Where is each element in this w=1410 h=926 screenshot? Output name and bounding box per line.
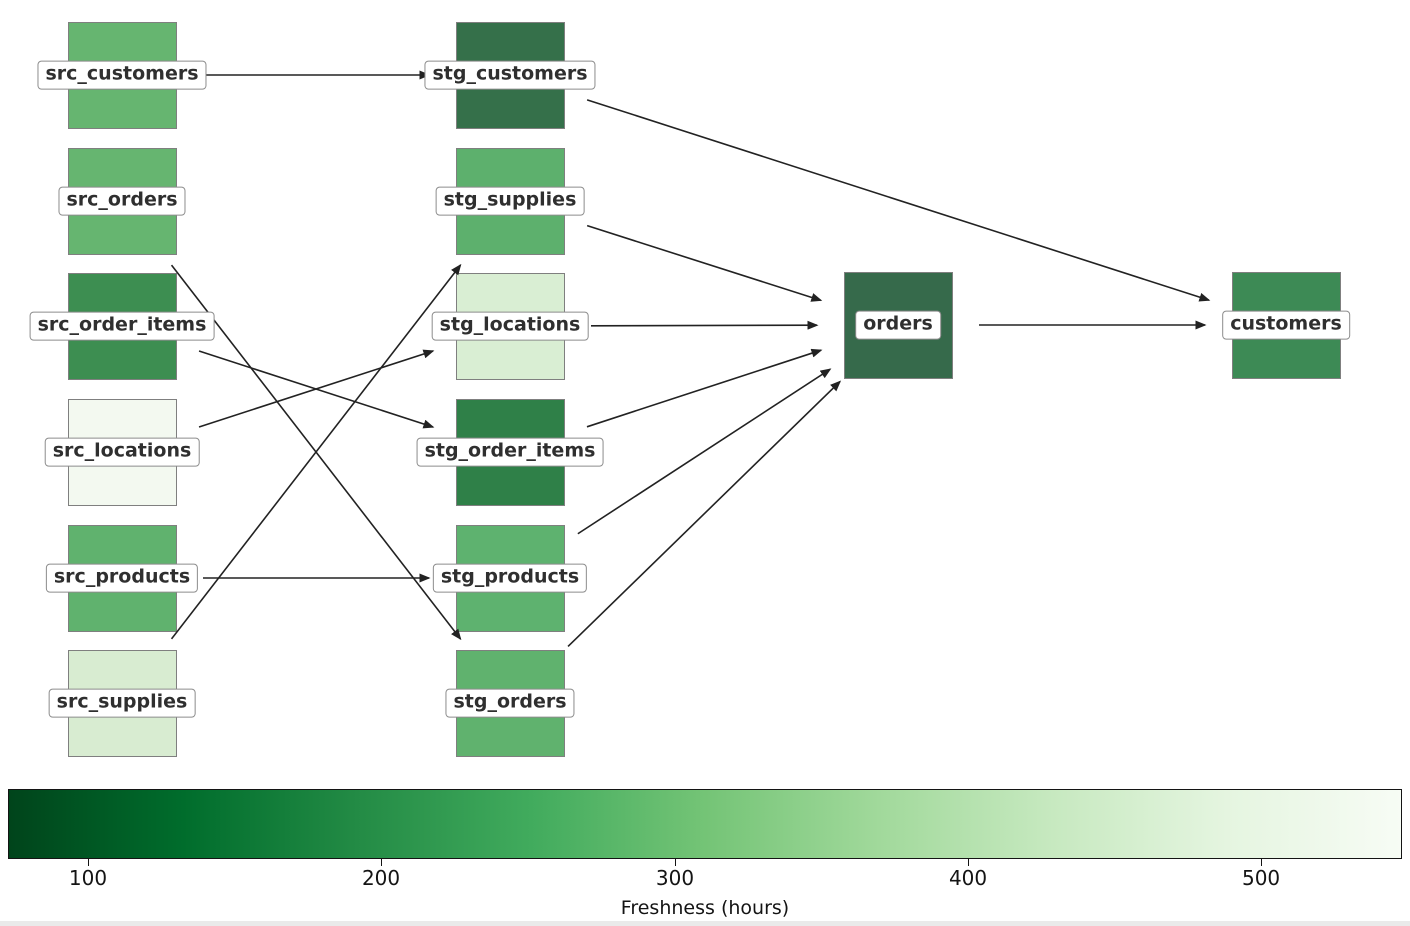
colorbar-tick-label: 200 [361, 866, 401, 890]
colorbar-tick-mark [88, 859, 90, 866]
node-label-orders: orders [855, 310, 941, 340]
node-label-stg_supplies: stg_supplies [435, 186, 585, 216]
node-label-src_products: src_products [45, 563, 199, 593]
colorbar-tick-mark [381, 859, 383, 866]
node-label-src_locations: src_locations [44, 437, 200, 467]
colorbar-tick-label: 300 [655, 866, 695, 890]
node-label-stg_order_items: stg_order_items [416, 437, 604, 467]
colorbar-axis-label: Freshness (hours) [620, 897, 790, 919]
edge-stg_customers-to-customers [586, 99, 1211, 302]
colorbar-gradient [8, 789, 1402, 859]
edge-stg_products-to-orders [577, 368, 832, 535]
node-label-stg_orders: stg_orders [445, 688, 575, 718]
node-label-src_supplies: src_supplies [48, 688, 196, 718]
edge-stg_locations-to-orders [590, 320, 819, 330]
edge-src_order_items-to-stg_order_items [198, 350, 435, 429]
window-edge [0, 921, 1410, 926]
node-label-stg_locations: stg_locations [431, 311, 589, 341]
colorbar-tick-label: 500 [1241, 866, 1281, 890]
edge-stg_supplies-to-orders [586, 224, 823, 302]
node-label-stg_customers: stg_customers [424, 60, 596, 90]
colorbar-tick-mark [675, 859, 677, 866]
node-label-src_orders: src_orders [58, 186, 186, 216]
edge-src_locations-to-stg_locations [198, 349, 435, 428]
colorbar-tick-mark [1261, 859, 1263, 866]
node-label-customers: customers [1222, 310, 1350, 340]
colorbar-tick-label: 100 [68, 866, 108, 890]
node-label-src_customers: src_customers [37, 60, 207, 90]
node-label-src_order_items: src_order_items [29, 311, 215, 341]
node-label-stg_products: stg_products [432, 563, 588, 593]
colorbar-tick-mark [968, 859, 970, 866]
colorbar-tick-label: 400 [948, 866, 988, 890]
edge-stg_orders-to-orders [567, 380, 842, 648]
edge-stg_order_items-to-orders [586, 348, 823, 428]
